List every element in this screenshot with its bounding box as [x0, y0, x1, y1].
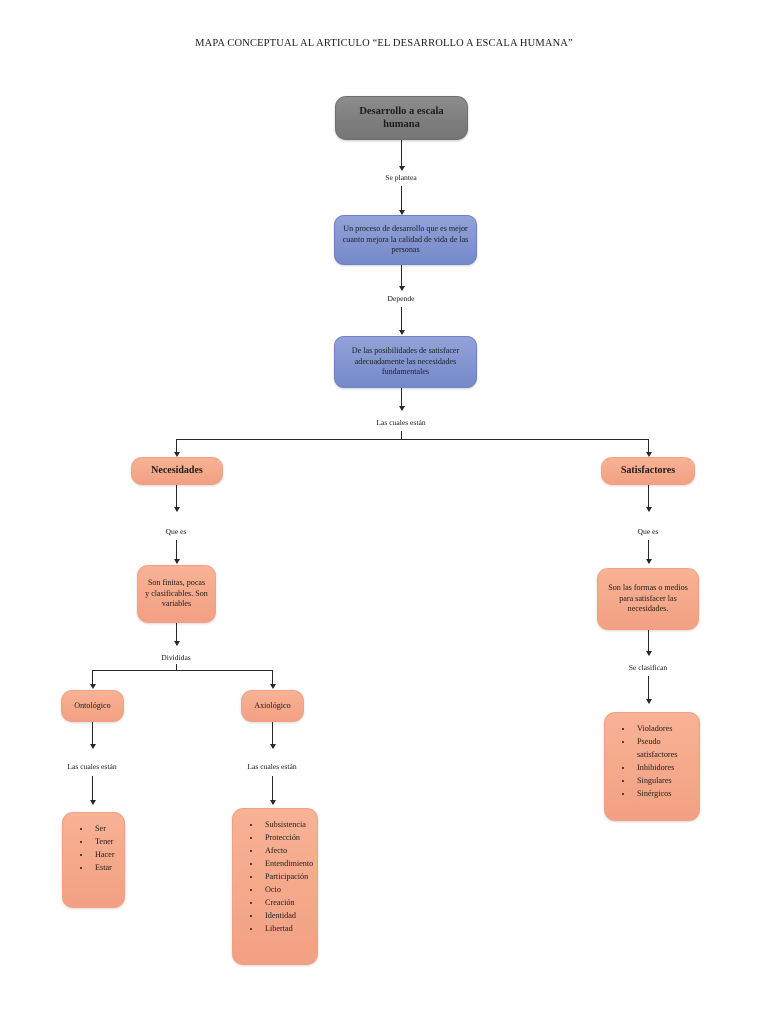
node-ontologico[interactable]: Ontológico	[61, 690, 124, 722]
arrowhead-las-cuales-estan	[398, 406, 405, 411]
connector-root-to-process-upper	[401, 140, 402, 167]
list-item: Sinérgicos	[633, 788, 693, 801]
connector-necesidades-desc-down	[176, 623, 177, 645]
connector-ontologico-down-lower	[92, 776, 93, 804]
connector-split-right-drop	[648, 439, 649, 455]
connector-label-las-cuales-estan-ontologico: Las cuales están	[67, 762, 117, 771]
node-satisfactores-label: Satisfactores	[620, 464, 676, 476]
node-process-label: Un proceso de desarrollo que es mejor cu…	[342, 224, 469, 255]
connector-label-las-cuales-estan-axiologico: Las cuales están	[247, 762, 297, 771]
connector-label-se-clasifican: Se clasifican	[628, 663, 668, 672]
node-necesidades-description[interactable]: Son finitas, pocas y clasificables. Son …	[137, 565, 216, 623]
list-item: Ocio	[261, 884, 311, 897]
arrowhead-into-process	[398, 210, 405, 215]
connector-root-to-process-lower	[401, 186, 402, 214]
arrowhead-divididas	[173, 641, 180, 646]
connector-satisfactores-down-upper	[648, 485, 649, 511]
node-root-label: Desarrollo a escala humana	[359, 105, 444, 130]
satisfactores-list: Violadores Pseudo satisfactores Inhibido…	[611, 723, 693, 801]
connector-divididas-right-drop	[272, 670, 273, 687]
node-axiologico-list[interactable]: Subsistencia Protección Afecto Entendimi…	[232, 808, 318, 965]
connector-divididas-split-bar	[92, 670, 272, 671]
arrowhead-into-satisfactores-desc	[645, 559, 652, 564]
node-necesidades[interactable]: Necesidades	[131, 457, 223, 485]
connector-satisfactores-down-lower	[648, 540, 649, 563]
list-item: Estar	[91, 862, 118, 875]
list-item: Singulares	[633, 775, 693, 788]
arrowhead-into-satisfactores	[645, 452, 652, 457]
node-axiologico[interactable]: Axiológico	[241, 690, 304, 722]
arrowhead-into-axiologico-list	[269, 800, 276, 805]
list-item: Violadores	[633, 723, 693, 736]
axiologico-list: Subsistencia Protección Afecto Entendimi…	[239, 819, 313, 936]
node-root[interactable]: Desarrollo a escala humana	[335, 96, 468, 140]
connector-ontologico-down-upper	[92, 722, 93, 748]
node-necesidades-label: Necesidades	[151, 464, 203, 476]
node-ontologico-list[interactable]: Ser Tener Hacer Estar	[62, 812, 125, 908]
node-axiologico-label: Axiológico	[254, 700, 291, 710]
arrowhead-necesidades-que-es	[173, 507, 180, 512]
arrowhead-root-to-process	[398, 166, 405, 171]
connector-divididas-stem	[176, 664, 177, 671]
connector-possibilities-down	[401, 388, 402, 410]
connector-label-se-plantea: Se plantea	[385, 173, 417, 182]
arrowhead-process-depende	[398, 286, 405, 291]
connector-necesidades-down-lower	[176, 540, 177, 563]
node-satisfactores-list[interactable]: Violadores Pseudo satisfactores Inhibido…	[604, 712, 700, 821]
node-possibilities[interactable]: De las posibilidades de satisfacer adecu…	[334, 336, 477, 388]
connector-axiologico-down-upper	[272, 722, 273, 748]
connector-satisfactores-desc-down-upper	[648, 630, 649, 655]
node-satisfactores-description-label: Son las formas o medios para satisfacer …	[608, 583, 688, 614]
list-item: Inhibidores	[633, 762, 693, 775]
list-item: Ser	[91, 823, 118, 836]
list-item: Participación	[261, 871, 311, 884]
arrowhead-se-clasifican	[645, 651, 652, 656]
connector-label-las-cuales-estan-main: Las cuales están	[376, 418, 426, 427]
ontologico-list: Ser Tener Hacer Estar	[69, 823, 118, 875]
connector-process-to-possibilities-lower	[401, 307, 402, 334]
connector-necesidades-down-upper	[176, 485, 177, 511]
connector-process-to-possibilities-upper	[401, 265, 402, 290]
list-item: Protección	[261, 832, 311, 845]
list-item: Identidad	[261, 910, 311, 923]
connector-divididas-left-drop	[92, 670, 93, 687]
node-ontologico-label: Ontológico	[74, 700, 111, 710]
arrowhead-axiologico-las-cuales	[269, 744, 276, 749]
node-process[interactable]: Un proceso de desarrollo que es mejor cu…	[334, 215, 477, 265]
list-item: Hacer	[91, 849, 118, 862]
arrowhead-satisfactores-que-es	[645, 507, 652, 512]
arrowhead-into-necesidades-desc	[173, 559, 180, 564]
connector-satisfactores-desc-down-lower	[648, 676, 649, 702]
connector-label-que-es-necesidades: Que es	[165, 527, 187, 536]
list-item: Pseudo satisfactores	[633, 736, 693, 762]
list-item: Tener	[91, 836, 118, 849]
node-satisfactores-description[interactable]: Son las formas o medios para satisfacer …	[597, 568, 699, 630]
page-title: MAPA CONCEPTUAL AL ARTICULO “EL DESARROL…	[195, 38, 573, 49]
arrowhead-into-necesidades	[173, 452, 180, 457]
connector-label-que-es-satisfactores: Que es	[637, 527, 659, 536]
list-item: Afecto	[261, 845, 311, 858]
connector-axiologico-down-lower	[272, 776, 273, 804]
arrowhead-into-possibilities	[398, 330, 405, 335]
connector-label-divididas: Divididas	[161, 653, 191, 662]
connector-split-stem	[401, 431, 402, 439]
list-item: Creación	[261, 897, 311, 910]
node-necesidades-description-label: Son finitas, pocas y clasificables. Son …	[145, 578, 208, 609]
connector-main-split-bar	[176, 439, 648, 440]
list-item: Entendimiento	[261, 858, 313, 871]
list-item: Libertad	[261, 923, 311, 936]
node-satisfactores[interactable]: Satisfactores	[601, 457, 695, 485]
connector-label-depende: Depende	[387, 294, 415, 303]
connector-split-left-drop	[176, 439, 177, 455]
arrowhead-ontologico-las-cuales	[89, 744, 96, 749]
arrowhead-into-ontologico-list	[89, 800, 96, 805]
arrowhead-into-axiologico	[269, 684, 276, 689]
arrowhead-into-satisfactores-list	[645, 699, 652, 704]
node-possibilities-label: De las posibilidades de satisfacer adecu…	[351, 346, 460, 377]
list-item: Subsistencia	[261, 819, 311, 832]
arrowhead-into-ontologico	[89, 684, 96, 689]
